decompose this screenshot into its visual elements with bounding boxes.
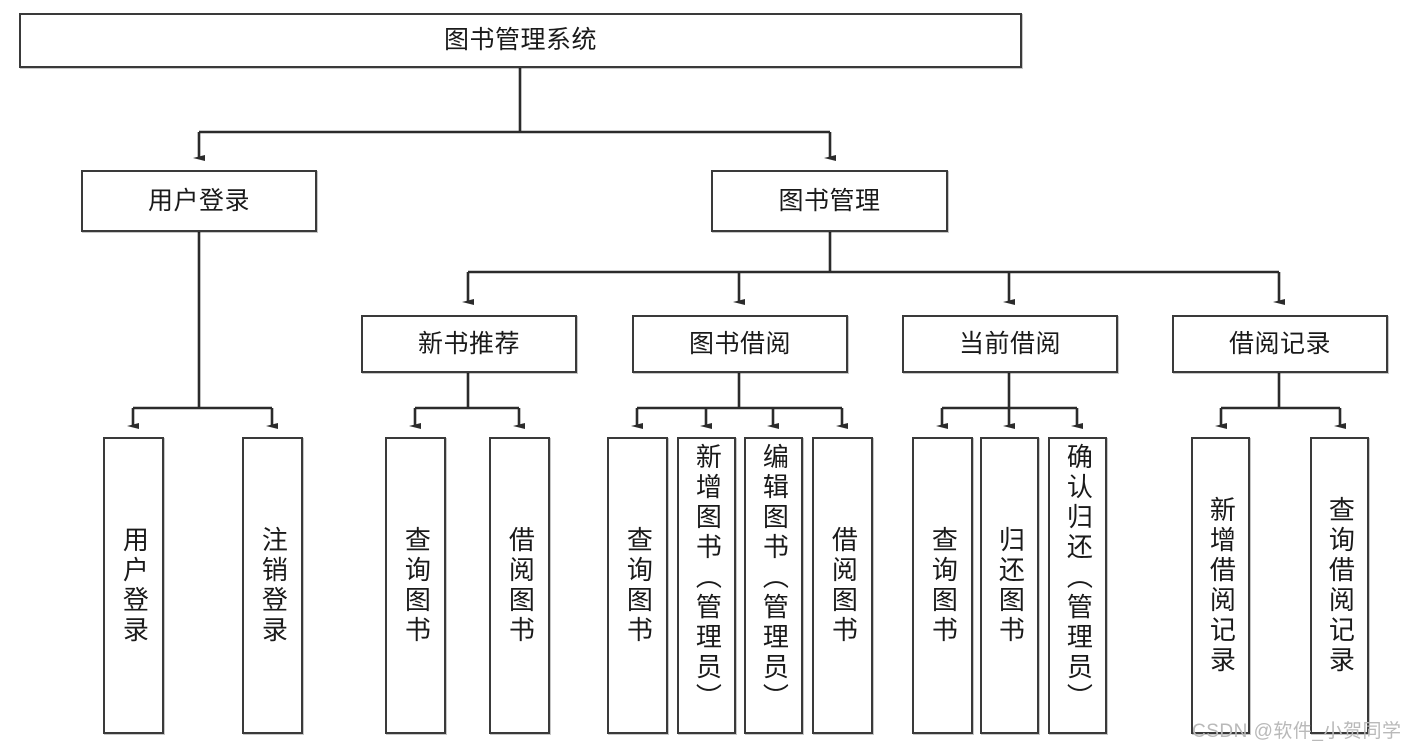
node-label: 借阅图书 bbox=[828, 525, 859, 646]
node-label: 新增借阅记录 bbox=[1206, 495, 1237, 676]
csdn-watermark: CSDN @软件_小贺同学 bbox=[1192, 721, 1402, 742]
node-label: 借阅图书 bbox=[505, 525, 536, 646]
node-book-borrowing[interactable]: 图书借阅 bbox=[632, 315, 848, 373]
node-label: 查询图书 bbox=[928, 525, 959, 646]
node-label: 查询图书 bbox=[401, 525, 432, 646]
leaf-records-add-record[interactable]: 新增借阅记录 bbox=[1191, 437, 1250, 734]
node-book-management[interactable]: 图书管理 bbox=[711, 170, 948, 232]
leaf-borrow-borrow-book[interactable]: 借阅图书 bbox=[812, 437, 873, 734]
node-user-login[interactable]: 用户登录 bbox=[81, 170, 317, 232]
node-label: 用户登录 bbox=[147, 186, 250, 215]
leaf-user-login-logout[interactable]: 注销登录 bbox=[242, 437, 303, 734]
node-label: 借阅记录 bbox=[1228, 329, 1331, 358]
node-label: 图书借阅 bbox=[688, 329, 791, 358]
leaf-current-confirm-return-admin[interactable]: 确认归还（管理员） bbox=[1048, 437, 1107, 734]
leaf-recommend-borrow-book[interactable]: 借阅图书 bbox=[489, 437, 550, 734]
node-label: 编辑图书（管理员） bbox=[759, 443, 790, 713]
leaf-borrow-add-book-admin[interactable]: 新增图书（管理员） bbox=[677, 437, 736, 734]
node-root-library-management-system[interactable]: 图书管理系统 bbox=[19, 13, 1022, 68]
leaf-current-return-book[interactable]: 归还图书 bbox=[980, 437, 1039, 734]
node-label: 查询图书 bbox=[623, 525, 654, 646]
node-borrow-records[interactable]: 借阅记录 bbox=[1172, 315, 1388, 373]
node-label: 图书管理 bbox=[778, 186, 881, 215]
node-label: 注销登录 bbox=[258, 525, 289, 646]
node-label: 归还图书 bbox=[995, 525, 1026, 646]
leaf-current-query-book[interactable]: 查询图书 bbox=[912, 437, 973, 734]
node-label: 当前借阅 bbox=[958, 329, 1061, 358]
node-label: 新书推荐 bbox=[417, 329, 520, 358]
node-label: 图书管理系统 bbox=[443, 26, 597, 55]
node-current-borrowing[interactable]: 当前借阅 bbox=[902, 315, 1118, 373]
node-label: 确认归还（管理员） bbox=[1063, 443, 1094, 713]
node-label: 查询借阅记录 bbox=[1325, 495, 1356, 676]
node-label: 新增图书（管理员） bbox=[692, 443, 723, 713]
leaf-user-login-login[interactable]: 用户登录 bbox=[103, 437, 164, 734]
leaf-records-query-record[interactable]: 查询借阅记录 bbox=[1310, 437, 1369, 734]
leaf-recommend-query-book[interactable]: 查询图书 bbox=[385, 437, 446, 734]
leaf-borrow-edit-book-admin[interactable]: 编辑图书（管理员） bbox=[744, 437, 803, 734]
leaf-borrow-query-book[interactable]: 查询图书 bbox=[607, 437, 668, 734]
node-new-book-recommendation[interactable]: 新书推荐 bbox=[361, 315, 577, 373]
node-label: 用户登录 bbox=[119, 525, 150, 646]
